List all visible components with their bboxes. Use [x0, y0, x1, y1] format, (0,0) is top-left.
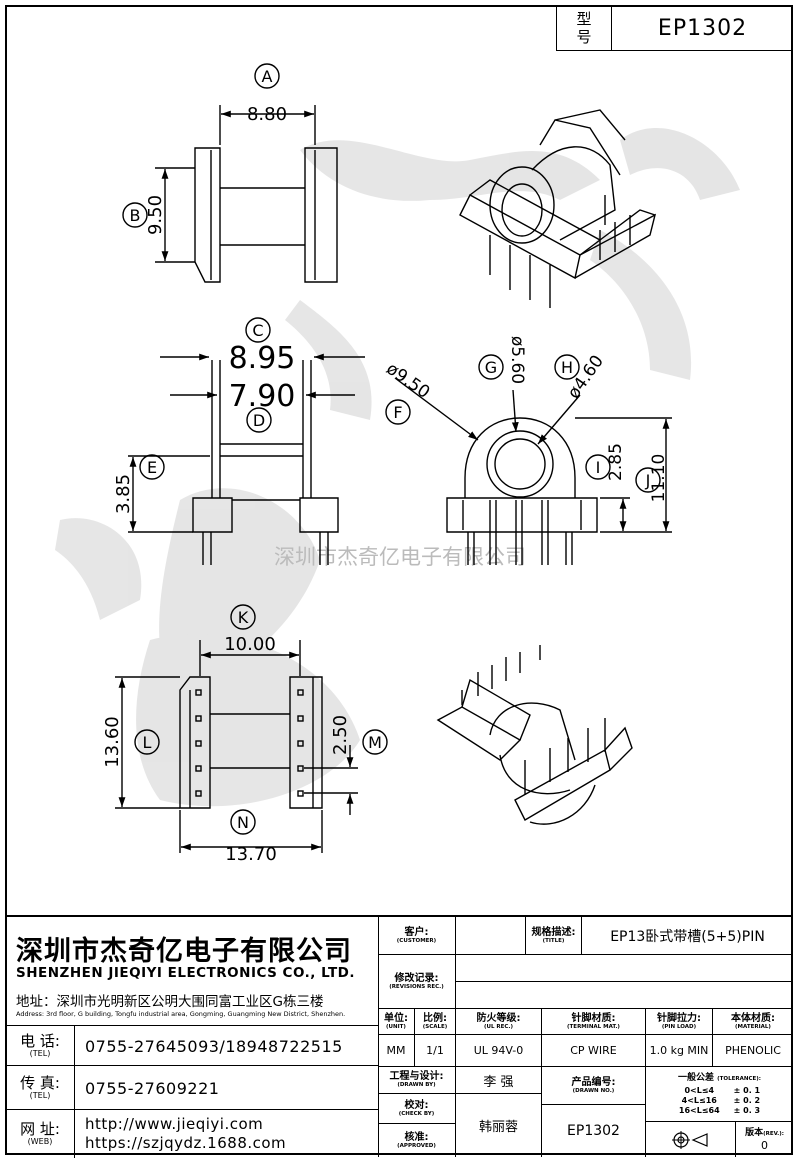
- web-link-2[interactable]: https://szjqydz.1688.com: [85, 1134, 287, 1152]
- fax-value: 0755-27609221: [85, 1078, 220, 1098]
- svg-text:B: B: [130, 206, 141, 225]
- svg-text:G: G: [485, 358, 497, 377]
- terminal-value: CP WIRE: [542, 1035, 646, 1067]
- company-en-name: SHENZHEN JIEQIYI ELECTRONICS CO., LTD.: [16, 965, 356, 981]
- title-value: EP13卧式带槽(5+5)PIN: [582, 917, 793, 955]
- iso-view-bottom: [436, 645, 633, 825]
- technical-drawing: 深圳市杰奇亿电子有限公司: [55, 63, 740, 865]
- unit-value: MM: [378, 1035, 415, 1067]
- dim-j: 11.10: [649, 454, 669, 503]
- dim-g: ø5.60: [507, 336, 527, 384]
- revisions-row-2: [456, 982, 793, 1009]
- model-value: EP1302: [657, 15, 748, 41]
- approved-value: 韩丽蓉: [456, 1094, 542, 1157]
- svg-text:C: C: [252, 321, 263, 340]
- approved-label: 核准:(APPROVED): [378, 1124, 456, 1157]
- fax-row: 传 真:(TEL) 0755-27609221: [6, 1065, 378, 1110]
- tel-row: 电 话:(TEL) 0755-27645093/18948722515: [6, 1025, 378, 1066]
- svg-text:I: I: [596, 458, 601, 477]
- ul-label: 防火等级:(UL REC.): [456, 1009, 542, 1035]
- svg-text:E: E: [147, 458, 157, 477]
- drawn-no-value: EP1302: [542, 1105, 646, 1157]
- dim-d: 7.90: [229, 379, 296, 414]
- revisions-label: 修改记录:(REVISIONS REC.): [378, 955, 456, 1009]
- customer-label: 客户:(CUSTOMER): [378, 917, 456, 955]
- dim-b: 9.50: [145, 195, 166, 235]
- view-middle-left: [128, 353, 365, 565]
- view-top-left: [155, 105, 338, 283]
- tel-value: 0755-27645093/18948722515: [85, 1036, 343, 1056]
- company-info: 深圳市杰奇亿电子有限公司 SHENZHEN JIEQIYI ELECTRONIC…: [6, 917, 379, 1158]
- web-link-1[interactable]: http://www.jieqiyi.com: [85, 1115, 264, 1133]
- title-block: 深圳市杰奇亿电子有限公司 SHENZHEN JIEQIYI ELECTRONIC…: [6, 915, 793, 1158]
- svg-text:H: H: [561, 358, 573, 377]
- company-address: 地址：深圳市光明新区公明大围同富工业区G栋三楼: [16, 994, 324, 1010]
- svg-text:F: F: [393, 403, 402, 422]
- svg-text:D: D: [253, 411, 265, 430]
- svg-text:M: M: [368, 733, 382, 752]
- drawn-label: 工程与设计:(DRAWN BY): [378, 1067, 456, 1094]
- watermark-text: 深圳市杰奇亿电子有限公司: [274, 545, 526, 569]
- material-label: 本体材质:(MATERIAL): [713, 1009, 793, 1035]
- projection-icon: [671, 1130, 708, 1149]
- tolerance-box: 一般公差 (TOLERANCE): 0<L≤4± 0. 1 4<L≤16± 0.…: [646, 1067, 793, 1122]
- letter-circles: [122, 63, 661, 835]
- drawing-frame: [5, 5, 793, 1155]
- dim-a: 8.80: [247, 104, 287, 125]
- dim-c: 8.95: [229, 341, 296, 376]
- view-middle-right: [394, 377, 672, 565]
- terminal-label: 针脚材质:(TERMINAL MAT.): [542, 1009, 646, 1035]
- scale-label: 比例:(SCALE): [415, 1009, 456, 1035]
- drawn-no-label: 产品编号:(DRAWN NO.): [542, 1067, 646, 1105]
- projection-symbol: [646, 1122, 736, 1157]
- svg-text:J: J: [645, 471, 651, 490]
- customer-value: [456, 917, 526, 955]
- scale-value: 1/1: [415, 1035, 456, 1067]
- dim-e: 3.85: [113, 474, 134, 514]
- pinload-label: 针脚拉力:(PIN LOAD): [646, 1009, 713, 1035]
- letters: A B C D E F G H I J K L M N: [130, 67, 651, 832]
- company-address-en: Address: 3rd floor, G building, Tongfu i…: [16, 1010, 346, 1018]
- revisions-row-1: [456, 955, 793, 982]
- dim-n: 13.70: [225, 844, 277, 865]
- dim-m: 2.50: [330, 715, 351, 755]
- web-row: 网 址:(WEB) http://www.jieqiyi.com https:/…: [6, 1109, 378, 1158]
- ul-value: UL 94V-0: [456, 1035, 542, 1067]
- company-cn-name: 深圳市杰奇亿电子有限公司: [16, 936, 352, 967]
- model-box: 型 号 EP1302: [556, 6, 793, 51]
- svg-text:A: A: [262, 67, 273, 86]
- check-label: 校对:(CHECK BY): [378, 1094, 456, 1124]
- drawn-value: 李 强: [456, 1067, 542, 1094]
- spec-table: 客户:(CUSTOMER) 规格描述:(TITLE) EP13卧式带槽(5+5)…: [378, 917, 793, 1157]
- unit-label: 单位:(UNIT): [378, 1009, 415, 1035]
- material-value: PHENOLIC: [713, 1035, 793, 1067]
- svg-text:L: L: [143, 733, 152, 752]
- dim-k: 10.00: [224, 634, 276, 655]
- dim-l: 13.60: [102, 716, 123, 768]
- svg-text:K: K: [238, 608, 249, 627]
- svg-text:N: N: [237, 813, 249, 832]
- title-label: 规格描述:(TITLE): [526, 917, 582, 955]
- dim-f: ø9.50: [382, 359, 433, 403]
- iso-view-top: [459, 109, 657, 308]
- rev-box: 版本(REV.): 0: [745, 1127, 784, 1152]
- dim-i: 2.85: [606, 443, 626, 481]
- pinload-value: 1.0 kg MIN: [646, 1035, 713, 1067]
- view-bottom-left: [115, 640, 358, 853]
- model-label: 型 号: [557, 6, 612, 50]
